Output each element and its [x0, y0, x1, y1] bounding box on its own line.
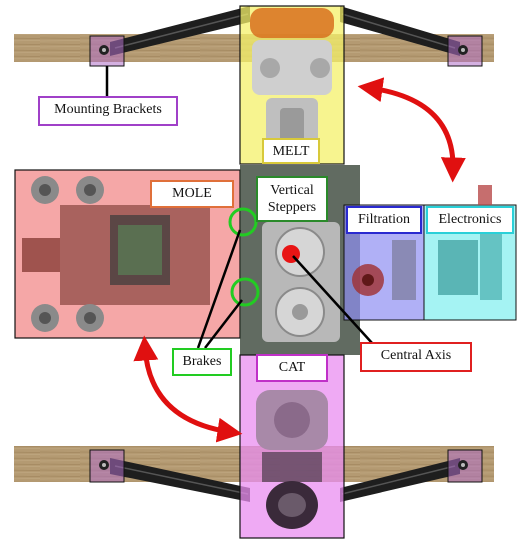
label-vertical-steppers: Vertical Steppers — [256, 176, 328, 222]
central-stepper-block — [262, 222, 340, 342]
rotation-arrow-upper — [357, 77, 466, 183]
cat-region — [239, 354, 345, 539]
mounting-bracket-bottom-right — [447, 449, 483, 483]
label-cat: CAT — [256, 354, 328, 382]
label-central-axis: Central Axis — [360, 342, 472, 372]
label-electronics: Electronics — [426, 206, 514, 234]
leader-brakes-upper — [196, 229, 242, 349]
label-filtration: Filtration — [346, 206, 422, 234]
brake-circle-upper — [228, 207, 258, 237]
label-brakes: Brakes — [172, 348, 232, 376]
mounting-bracket-bottom-left — [89, 449, 125, 483]
brake-circle-lower — [230, 277, 260, 307]
label-melt: MELT — [262, 138, 320, 164]
rotation-arrow-lower — [133, 335, 243, 443]
mounting-bracket-top-left — [89, 35, 125, 67]
mounting-bracket-top-right — [447, 35, 483, 67]
label-mounting-brackets: Mounting Brackets — [38, 96, 178, 126]
leader-central-axis — [292, 255, 373, 344]
label-mole: MOLE — [150, 180, 234, 208]
